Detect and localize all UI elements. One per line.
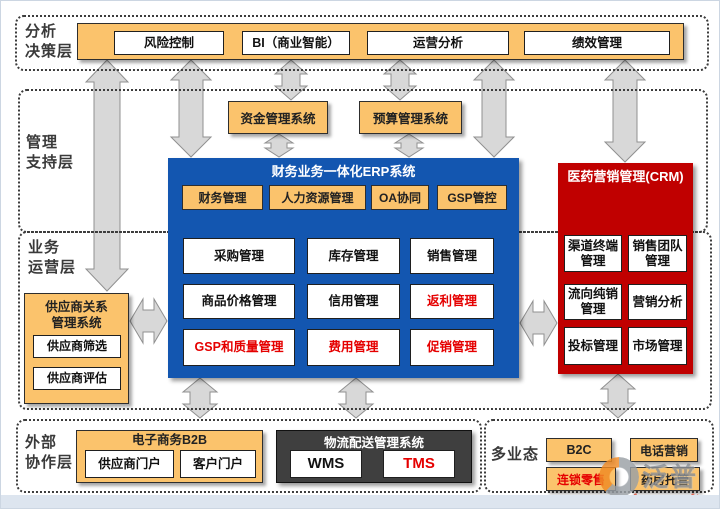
erp-module-gsp: GSP管控 xyxy=(437,185,507,210)
crm-cell-sales-team: 销售团队管理 xyxy=(628,235,687,272)
chain-retail-label: 连锁零售 xyxy=(556,472,605,487)
fanpu-logo-icon xyxy=(599,457,639,497)
budget-system-box: 预算管理系统 xyxy=(359,101,462,134)
b2c-label: B2C xyxy=(566,443,592,457)
layer-analysis-decision xyxy=(15,15,709,71)
b2b-customer-portal: 客户门户 xyxy=(180,450,256,478)
erp-module-hr: 人力资源管理 xyxy=(269,185,366,210)
label-external-collaboration: 外部 协作层 xyxy=(25,434,74,471)
b2c-box: B2C xyxy=(546,438,612,462)
wms-box: WMS xyxy=(290,450,362,478)
funds-system-box: 资金管理系统 xyxy=(228,101,328,134)
crm-title: 医药营销管理(CRM) xyxy=(567,169,684,184)
performance-box: 绩效管理 xyxy=(524,31,670,55)
erp-cell-gsp-quality: GSP和质量管理 xyxy=(183,329,295,366)
label-multi-business: 多业态 xyxy=(491,446,540,463)
telemarketing-label: 电话营销 xyxy=(639,443,688,458)
srm-title: 供应商关系 管理系统 xyxy=(45,300,108,330)
erp-cell-rebate: 返利管理 xyxy=(410,284,494,319)
decision-bar: 风险控制 BI（商业智能） 运营分析 绩效管理 xyxy=(77,23,684,60)
label-analysis-decision: 分析 决策层 xyxy=(25,23,74,60)
crm-cell-market: 市场管理 xyxy=(628,327,687,365)
operation-analysis-box: 运营分析 xyxy=(367,31,509,55)
telemarketing-box: 电话营销 xyxy=(630,438,698,462)
logistics-title: 物流配送管理系统 xyxy=(323,436,424,450)
crm-cell-bidding: 投标管理 xyxy=(564,327,622,365)
crm-cell-channel: 渠道终端管理 xyxy=(564,235,622,272)
erp-cell-promotion: 促销管理 xyxy=(410,329,494,366)
erp-module-finance: 财务管理 xyxy=(182,185,263,210)
crm-cell-marketing-analysis: 营销分析 xyxy=(628,284,687,320)
erp-cell-inventory: 库存管理 xyxy=(307,238,400,274)
risk-control-box: 风险控制 xyxy=(114,31,224,55)
srm-supplier-screening: 供应商筛选 xyxy=(33,335,121,358)
pharmacy-trusteeship-box: 药房托管 xyxy=(630,467,700,491)
funds-system-label: 资金管理系统 xyxy=(240,112,316,126)
erp-cell-sales: 销售管理 xyxy=(410,238,494,274)
crm-system-box: 医药营销管理(CRM) 渠道终端管理 销售团队管理 流向纯销管理 营销分析 投标… xyxy=(558,163,693,374)
label-management-support: 管理 支持层 xyxy=(26,134,75,171)
tms-box: TMS xyxy=(383,450,455,478)
b2b-supplier-portal: 供应商门户 xyxy=(85,450,174,478)
erp-system-box: 财务业务一体化ERP系统 财务管理 人力资源管理 OA协同 GSP管控 采购管理… xyxy=(168,158,519,378)
b2b-title: 电子商务B2B xyxy=(131,433,207,447)
erp-cell-purchase: 采购管理 xyxy=(183,238,295,274)
erp-cell-pricing: 商品价格管理 xyxy=(183,284,295,319)
erp-module-oa: OA协同 xyxy=(371,185,429,210)
layer-multi-business xyxy=(484,419,714,493)
erp-title: 财务业务一体化ERP系统 xyxy=(271,164,416,179)
b2b-box: 电子商务B2B 供应商门户 客户门户 xyxy=(76,430,263,483)
crm-cell-flow: 流向纯销管理 xyxy=(564,284,622,320)
erp-cell-credit: 信用管理 xyxy=(307,284,400,319)
srm-system-box: 供应商关系 管理系统 供应商筛选 供应商评估 xyxy=(24,293,129,404)
srm-supplier-evaluation: 供应商评估 xyxy=(33,367,121,390)
bottom-margin-strip xyxy=(1,495,719,508)
erp-cell-expense: 费用管理 xyxy=(307,329,400,366)
logistics-box: 物流配送管理系统 WMS TMS xyxy=(276,430,472,483)
label-business-operation: 业务 运营层 xyxy=(28,239,77,276)
bi-box: BI（商业智能） xyxy=(242,31,350,55)
layer-external-collaboration xyxy=(16,419,482,493)
pharmacy-trusteeship-label: 药房托管 xyxy=(640,472,689,487)
budget-system-label: 预算管理系统 xyxy=(372,112,448,126)
